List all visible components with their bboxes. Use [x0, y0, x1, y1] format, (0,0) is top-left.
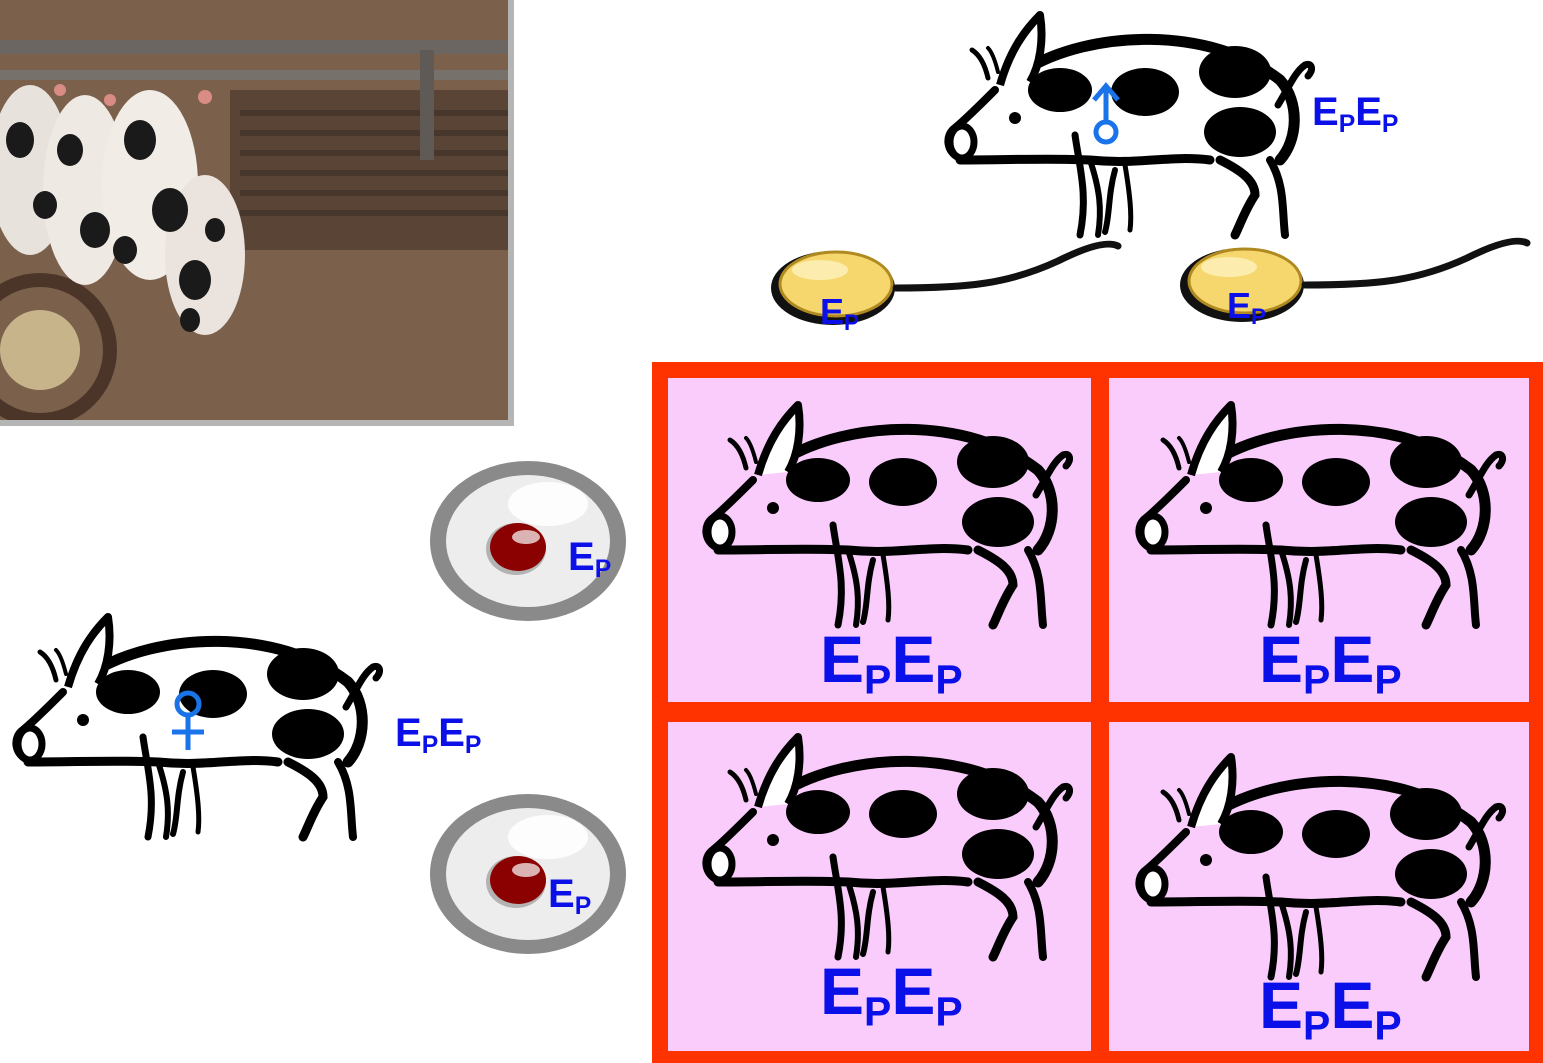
- piglets-photo: [0, 0, 514, 426]
- egg-1-allele: EP: [568, 535, 612, 583]
- female-symbol: [168, 688, 208, 763]
- offspring-genotype: EPEP: [1259, 968, 1402, 1049]
- mother-genotype: EPEP: [395, 711, 482, 759]
- punnett-cell-top-left: EPEP: [668, 378, 1091, 702]
- sperm-1: EP: [768, 246, 1118, 341]
- sperm-1-allele: EP: [820, 291, 859, 336]
- father-genotype: EPEP: [1312, 90, 1399, 138]
- egg-1: EP: [428, 459, 638, 629]
- male-symbol: [1088, 80, 1128, 155]
- offspring-pig: [698, 732, 1068, 962]
- offspring-pig: [1131, 400, 1501, 630]
- offspring-genotype: EPEP: [1259, 622, 1402, 703]
- egg-2: EP: [428, 792, 638, 962]
- sperm-2-allele: EP: [1227, 285, 1266, 330]
- sperm-2: EP: [1177, 243, 1527, 338]
- punnett-square: EPEP EPEP EPEP EPEP: [652, 362, 1543, 1063]
- egg-2-allele: EP: [548, 872, 592, 920]
- offspring-pig: [1131, 752, 1501, 982]
- offspring-genotype: EPEP: [820, 954, 963, 1035]
- punnett-cell-top-right: EPEP: [1109, 378, 1529, 702]
- punnett-cell-bottom-left: EPEP: [668, 722, 1091, 1051]
- offspring-pig: [698, 400, 1068, 630]
- punnett-cell-bottom-right: EPEP: [1109, 722, 1529, 1051]
- offspring-genotype: EPEP: [820, 622, 963, 703]
